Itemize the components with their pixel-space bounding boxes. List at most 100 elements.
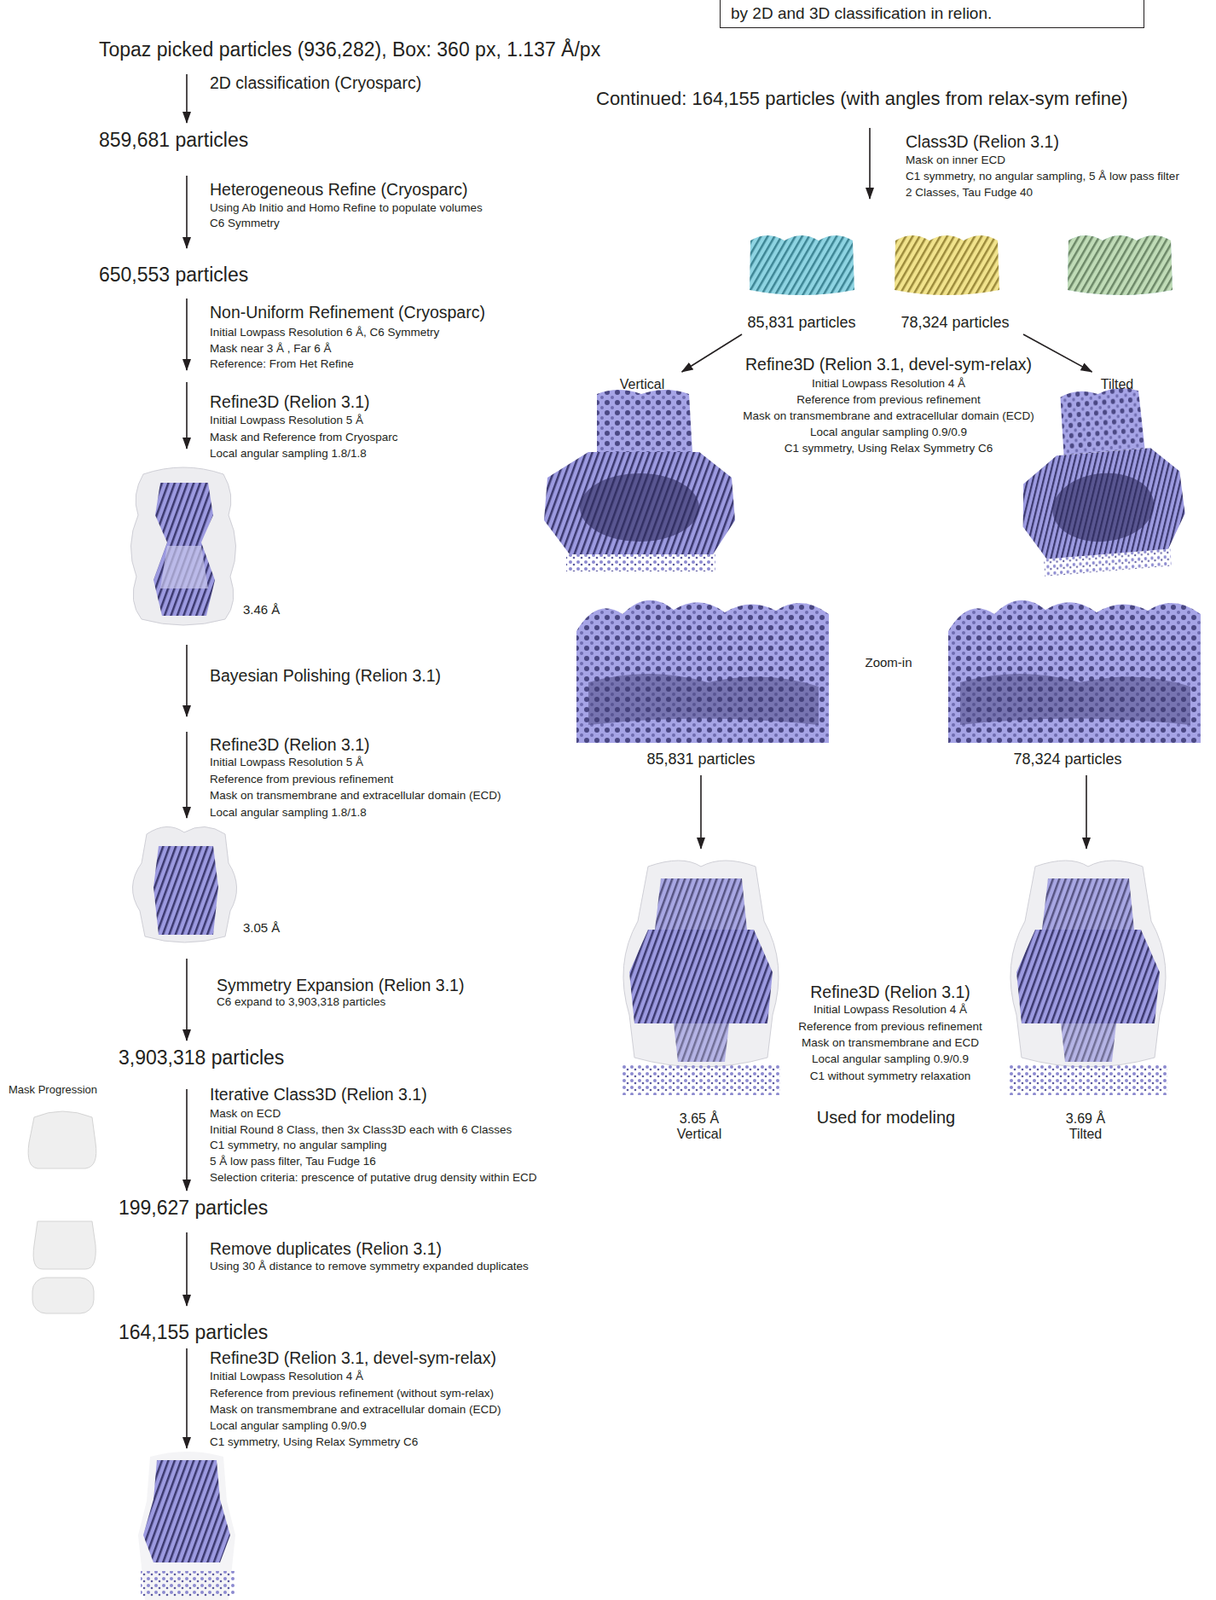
step-detail: Local angular sampling 0.9/0.9 (209, 1418, 367, 1433)
step-detail: Mask on transmembrane and extracellular … (209, 787, 501, 803)
step-detail: Reference from previous refinement (798, 1019, 982, 1034)
step-detail: C6 Symmetry (209, 215, 280, 231)
step-detail: Initial Lowpass Resolution 4 Å (811, 376, 966, 391)
step-detail: Reference from previous refinement (with… (209, 1385, 494, 1401)
map-density (160, 545, 209, 589)
map-density (153, 482, 215, 616)
step-detail: C1 symmetry, no angular sampling, 5 Å lo… (905, 168, 1180, 184)
flow-arrow (700, 775, 702, 849)
step-detail: Mask on transmembrane and extracellular … (209, 1401, 501, 1417)
density-map-illustration (544, 389, 736, 572)
step-detail: 2 Classes, Tau Fudge 40 (905, 185, 1033, 200)
step-detail: Reference from previous refinement (209, 771, 394, 787)
step-title: 2D classification (Cryosparc) (209, 72, 422, 93)
caption-label: Zoom-in (864, 654, 912, 671)
step-detail: C6 expand to 3,903,318 particles (216, 994, 386, 1009)
step-detail: Mask and Reference from Cryosparc (209, 429, 399, 445)
step-detail: Local angular sampling 0.9/0.9 (810, 424, 968, 440)
step-detail: Using 30 Å distance to remove symmetry e… (209, 1258, 529, 1274)
step-title: Heterogeneous Refine (Cryosparc) (209, 179, 468, 200)
density-map-illustration (622, 860, 781, 1095)
flow-arrow (186, 74, 188, 123)
particle-count: 78,324 particles (900, 312, 1009, 332)
stage-count: Topaz picked particles (936,282), Box: 3… (98, 37, 601, 62)
step-title: Class3D (Relion 3.1) (905, 131, 1060, 152)
flow-arrow (186, 644, 188, 818)
density-map-illustration (132, 826, 237, 943)
step-detail: Local angular sampling 1.8/1.8 (209, 804, 367, 820)
resolution-label: 3.69 Å (1065, 1110, 1106, 1127)
zoom-map: 78,324 particles (948, 593, 1202, 770)
particle-count: 85,831 particles (746, 312, 856, 332)
step-title: Non-Uniform Refinement (Cryosparc) (209, 301, 486, 323)
flow-arrow (186, 958, 188, 1041)
class-thumbnail-map (749, 235, 855, 296)
step-title: Iterative Class3D (Relion 3.1) (209, 1083, 428, 1105)
density-map: 3.65 ÅVertical (617, 856, 786, 1144)
particle-count: 85,831 particles (646, 749, 755, 769)
map-density (143, 1459, 231, 1563)
arrow-line (185, 175, 188, 249)
step-detail: Reference from previous refinement (796, 392, 980, 407)
arrow-line (1085, 775, 1088, 849)
density-map-illustration (130, 467, 236, 626)
density-map: 3.46 Å (127, 467, 299, 626)
arrow-line (1023, 334, 1092, 372)
step-detail: Mask on transmembrane and extracellular … (742, 408, 1034, 423)
step-detail: Mask on transmembrane and ECD (801, 1035, 979, 1050)
class-thumbnail: 85,831 particles (741, 228, 879, 335)
step-detail: Initial Lowpass Resolution 5 Å (209, 754, 364, 770)
step-detail: C1 without symmetry relaxation (810, 1068, 971, 1083)
particle-count: 3,903,318 particles (118, 1045, 284, 1070)
density-map: Tilted (1019, 375, 1184, 574)
step-title: Remove duplicates (Relion 3.1) (209, 1238, 442, 1259)
stage-count: 199,627 particles (118, 1195, 268, 1220)
arrow-line (185, 644, 188, 717)
step-detail: Initial Lowpass Resolution 4 Å (209, 1368, 364, 1384)
step-detail: Initial Lowpass Resolution 4 Å (813, 1001, 968, 1017)
flow-arrow (1023, 334, 1092, 372)
arrow-line (185, 1088, 188, 1191)
step-title: Refine3D (Relion 3.1) (209, 391, 371, 412)
step-detail: C1 symmetry, Using Relax Symmetry C6 (784, 440, 993, 456)
step-detail: Mask on inner ECD (905, 152, 1006, 168)
density-map-illustration (138, 1451, 236, 1600)
step-title: Refine3D (Relion 3.1, devel-sym-relax) (745, 353, 1032, 375)
step-detail: Initial Lowpass Resolution 6 Å, C6 Symme… (209, 324, 440, 340)
class-thumbnail: 78,324 particles (886, 228, 1024, 335)
resolution-label: 3.46 Å (243, 602, 280, 618)
resolution-label: 3.05 Å (243, 920, 280, 936)
note-label: Used for modeling (816, 1106, 956, 1128)
arrow-line (185, 74, 188, 123)
map-density (140, 1570, 235, 1597)
stage-count: 650,553 particles (98, 262, 249, 287)
particle-count: 164,155 particles (118, 1320, 268, 1344)
flow-arrow (186, 298, 188, 449)
resolution-label: 3.65 Å (679, 1110, 719, 1127)
step-title: Bayesian Polishing (Relion 3.1) (209, 665, 441, 686)
particle-count: Topaz picked particles (936,282), Box: 3… (98, 37, 601, 62)
step-detail: Reference: From Het Refine (209, 356, 354, 371)
step-title: Refine3D (Relion 3.1) (209, 734, 371, 755)
class-thumbnail-map (894, 235, 1000, 296)
zoom-map-illustration (576, 600, 829, 743)
density-map-illustration (1015, 382, 1189, 578)
step-detail: Initial Round 8 Class, then 3x Class3D e… (209, 1122, 512, 1137)
density-map-illustration (1009, 860, 1168, 1095)
stage-count: Continued: 164,155 particles (with angle… (596, 86, 1129, 111)
step-title: Symmetry Expansion (Relion 3.1) (216, 974, 464, 996)
stage-count: 3,903,318 particles (118, 1045, 284, 1070)
zoom-map: 85,831 particles (576, 593, 829, 770)
stage-count: 164,155 particles (118, 1320, 268, 1344)
particle-count: Continued: 164,155 particles (with angle… (596, 86, 1129, 111)
step-title: Refine3D (Relion 3.1) (810, 981, 971, 1002)
density-map: 3.05 Å (127, 824, 299, 945)
map-envelope (130, 467, 236, 626)
map-envelope (138, 1451, 236, 1600)
class-thumbnail-map (1067, 235, 1173, 296)
step-detail: Local angular sampling 0.9/0.9 (811, 1051, 969, 1066)
step-title: Refine3D (Relion 3.1, devel-sym-relax) (209, 1347, 497, 1368)
